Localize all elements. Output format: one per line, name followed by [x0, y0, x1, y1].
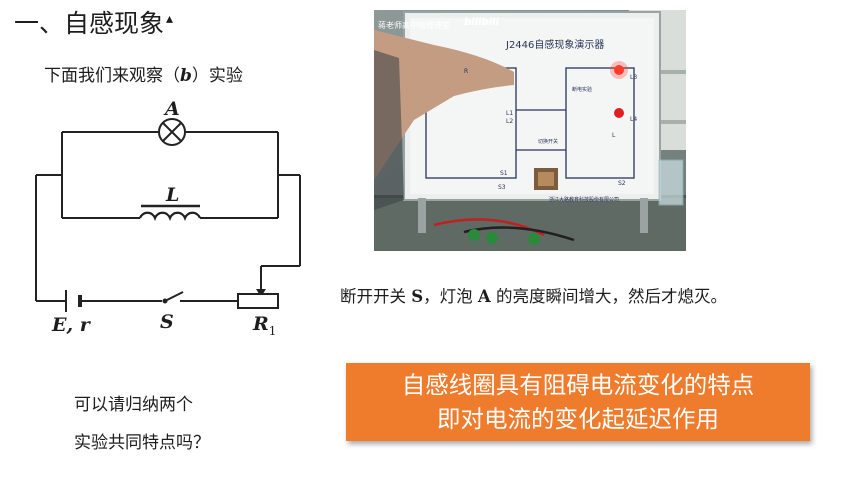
subtitle: 下面我们来观察（b）实验: [44, 61, 243, 86]
experiment-caption: 断开开关 S，灯泡 A 的亮度瞬间增大，然后才熄灭。: [340, 283, 727, 307]
photo-label-inductor: L: [612, 132, 616, 139]
photo-label-l4: L4: [630, 116, 638, 123]
callout-line-2: 即对电流的变化起延迟作用: [437, 405, 719, 433]
caption-prefix: 断开开关: [340, 287, 412, 306]
battery-label: E, r: [52, 314, 90, 336]
rheostat-label-main: R: [253, 313, 269, 335]
photo-label-s2: S2: [618, 180, 626, 187]
photo-board-title: J2446自感现象演示器: [506, 40, 605, 51]
subtitle-suffix: ）实验: [191, 66, 243, 86]
slide-title: 一、自感现象 ▴: [14, 4, 175, 40]
photo-label-switch: 切换开关: [538, 139, 559, 145]
question-line-2: 实验共同特点吗？: [74, 433, 210, 453]
subtitle-prefix: 下面我们来观察（: [44, 66, 180, 86]
inductor-label: L: [166, 184, 180, 206]
battery-symbol: [65, 290, 82, 312]
photo-label-break: 断电实验: [572, 87, 593, 93]
rheostat-symbol: [237, 293, 279, 309]
lamp-symbol: [158, 118, 186, 146]
photo-manufacturer: 浙江大路教育科技股份有限公司: [549, 197, 620, 203]
photo-watermark: 蒋老师高中物理课堂: [378, 21, 450, 30]
photo-label-l2: L2: [506, 118, 514, 125]
experiment-photo: 蒋老师高中物理课堂 bilibili J2446自感现象演示器 断电实验 L S…: [374, 10, 686, 251]
experiment-photo-illustration: [374, 10, 686, 251]
callout-line-1: 自感线圈具有阻碍电流变化的特点: [401, 371, 755, 399]
circuit-diagram: [35, 118, 301, 312]
photo-brand: bilibili: [464, 17, 499, 28]
photo-label-r: R: [464, 68, 469, 75]
photo-label-s1: S1: [500, 170, 508, 177]
switch-label: S: [160, 311, 174, 333]
caption-suffix: 的亮度瞬间增大，然后才熄灭。: [490, 287, 727, 306]
switch-symbol: [162, 291, 184, 304]
rheostat-label-sub: 1: [268, 323, 277, 338]
photo-label-l3: L3: [630, 74, 638, 81]
caption-s: S: [411, 287, 424, 306]
photo-label-s3: S3: [498, 184, 506, 191]
caption-a: A: [477, 287, 491, 306]
rheostat-label: R1: [253, 313, 276, 338]
lamp-label: A: [165, 98, 180, 120]
photo-label-l1: L1: [506, 110, 514, 117]
subtitle-var: b: [180, 66, 192, 86]
slide-title-text: 一、自感现象: [14, 9, 165, 38]
question-line-1: 可以请归纳两个: [74, 395, 193, 415]
inductor-symbol: [138, 204, 202, 222]
decorative-mark: ▴: [166, 11, 174, 27]
caption-mid: ，灯泡: [423, 287, 478, 306]
conclusion-callout: 自感线圈具有阻碍电流变化的特点 即对电流的变化起延迟作用: [346, 363, 810, 441]
